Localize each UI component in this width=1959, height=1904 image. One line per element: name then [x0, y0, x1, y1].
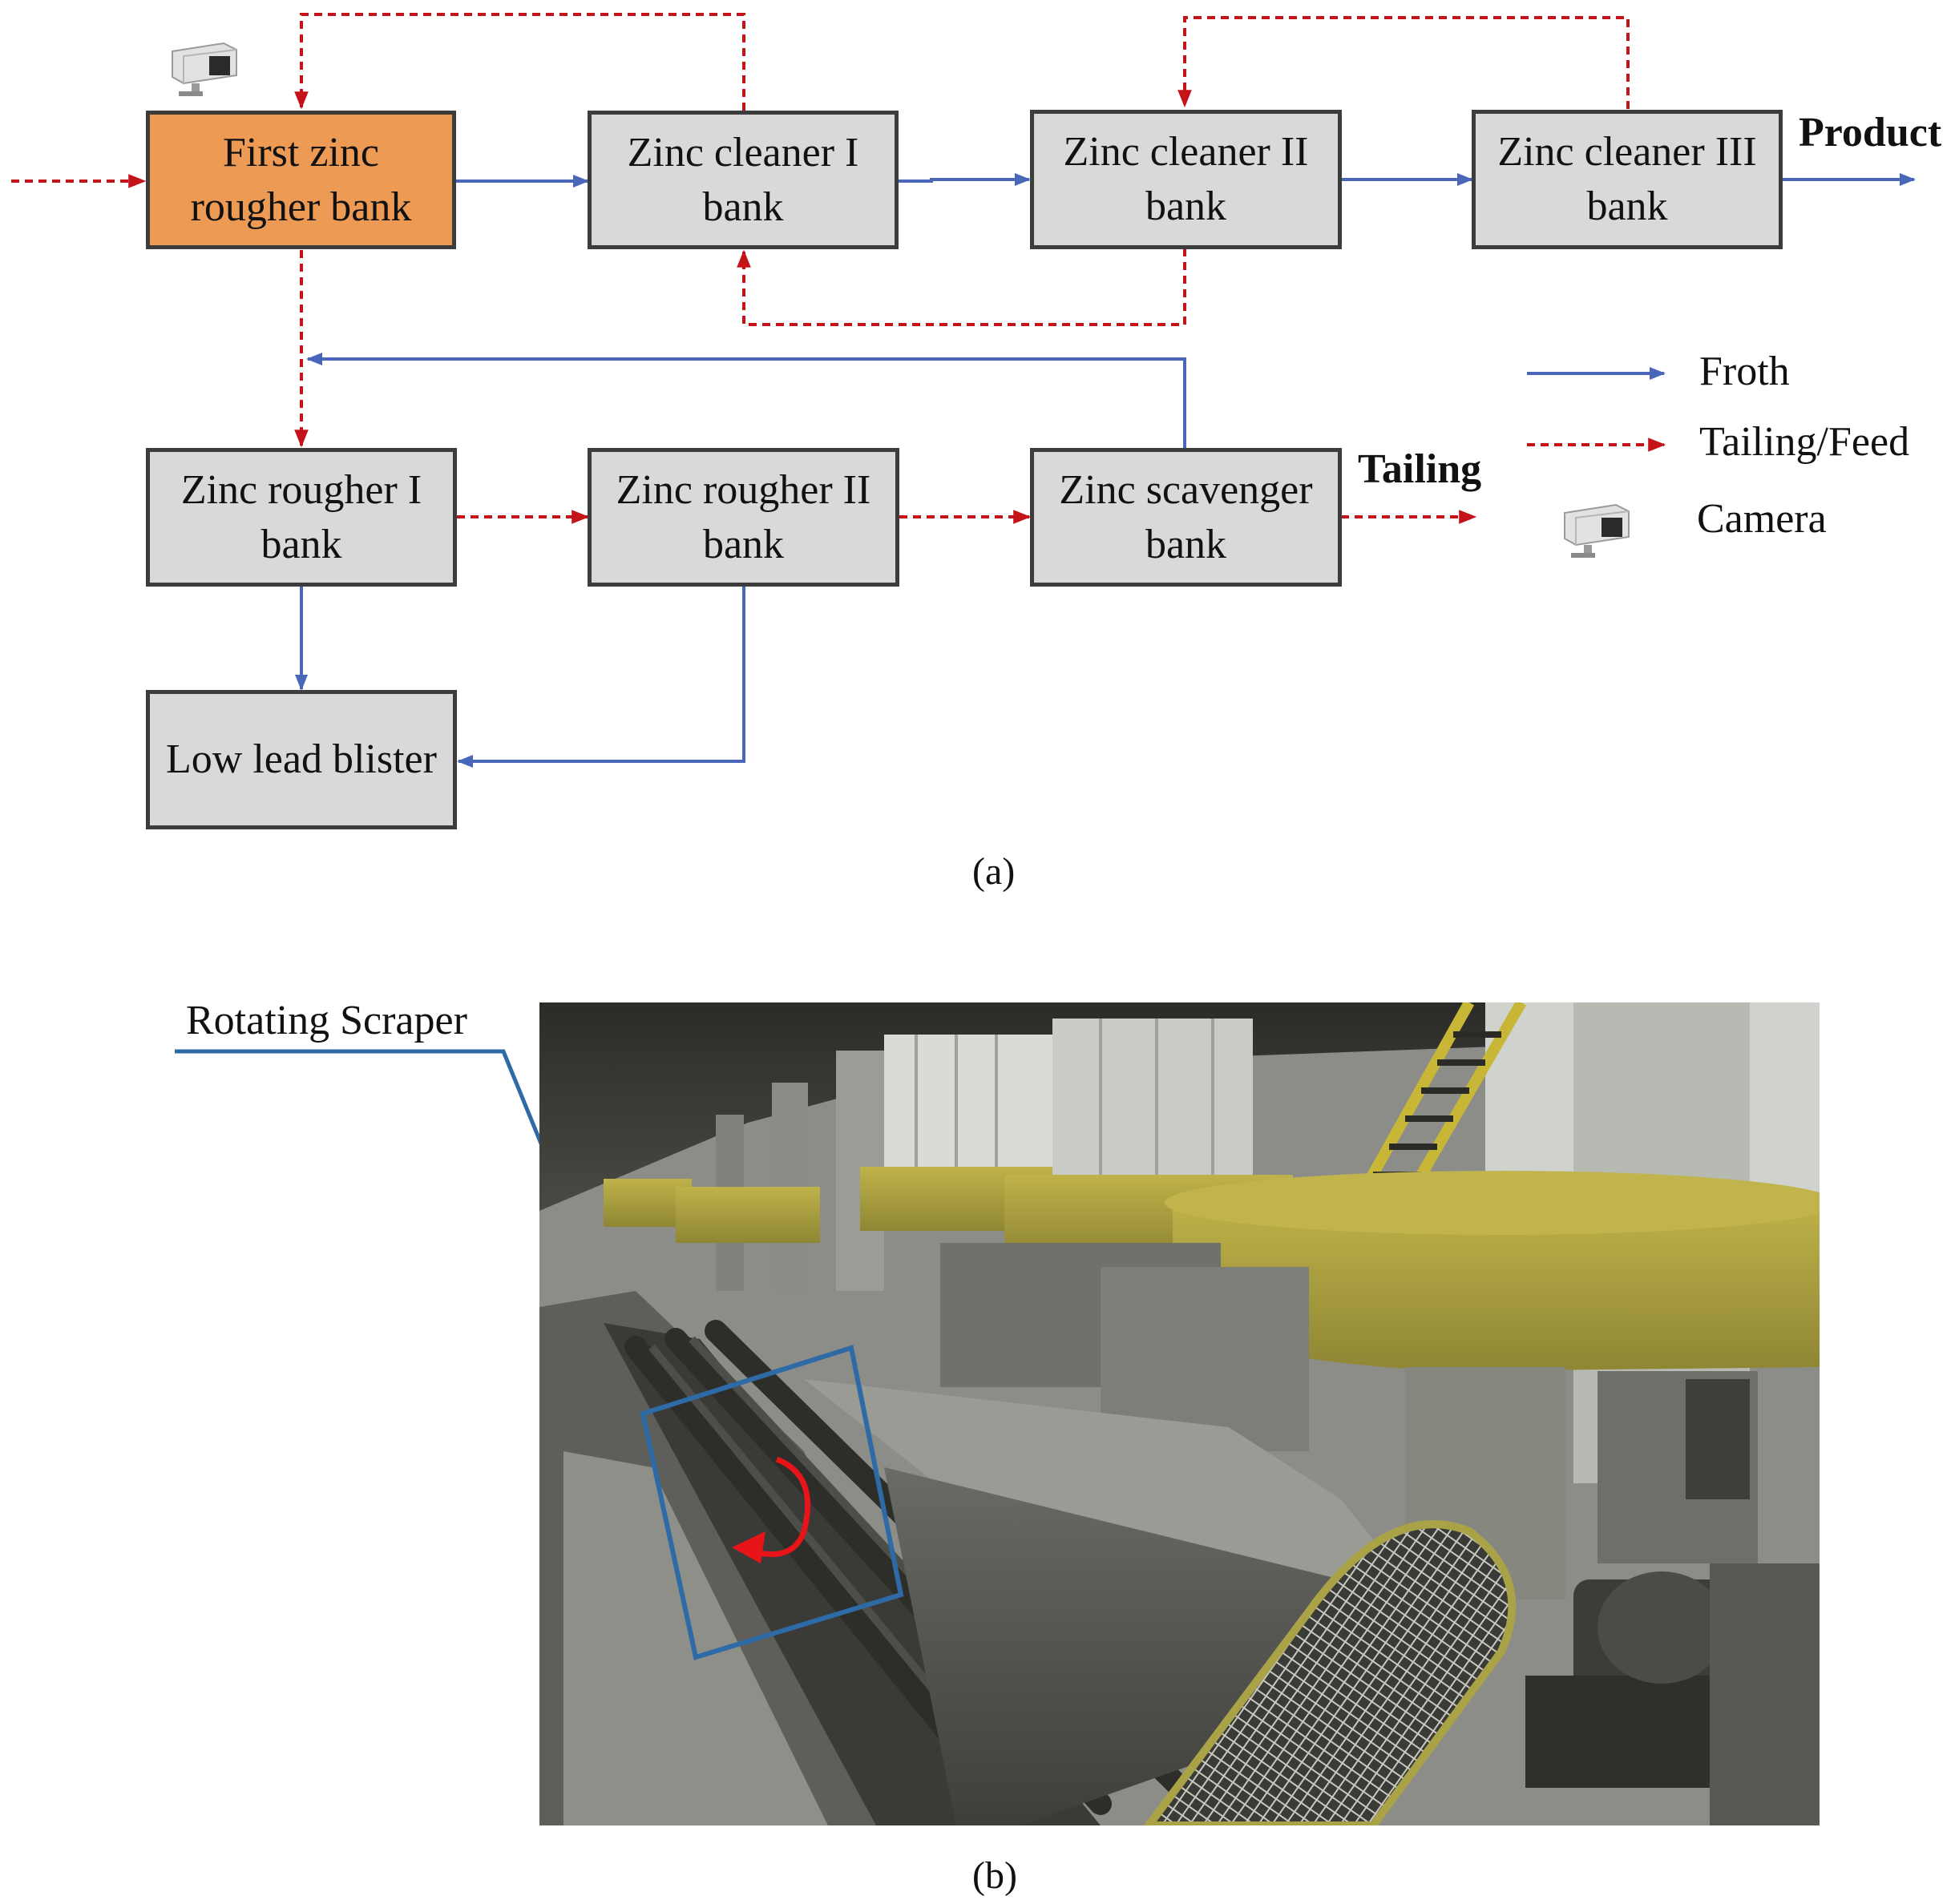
- caption-a: (a): [972, 850, 1016, 893]
- legend-tailing-feed-label: Tailing/Feed: [1699, 419, 1910, 465]
- zinc-cleaner-1-bank-box: Zinc cleaner I bank: [588, 111, 899, 249]
- legend-lines: [1527, 367, 1666, 452]
- zinc-rougher-1-bank-box: Zinc rougher I bank: [146, 448, 457, 587]
- legend-froth-label: Froth: [1699, 349, 1790, 394]
- flotation-plant-photo: [539, 1002, 1820, 1825]
- legend-camera-icon: [1564, 503, 1630, 558]
- legend-camera-label: Camera: [1697, 496, 1827, 542]
- rotation-arrowhead: [732, 1531, 765, 1563]
- froth-scavenger-return: [306, 353, 1186, 449]
- zinc-rougher-2-bank-box: Zinc rougher II bank: [588, 448, 899, 587]
- froth-rougher2-to-blister: [457, 585, 745, 768]
- rotating-scraper-label: Rotating Scraper: [186, 998, 467, 1043]
- froth-connectors: [295, 173, 1916, 768]
- low-lead-blister-box: Low lead blister: [146, 690, 457, 829]
- tailing-cleaner1-to-first-rougher: [294, 13, 745, 111]
- froth-cleaner1-to-cleaner2: [895, 173, 1031, 186]
- zinc-scavenger-bank-box: Zinc scavenger bank: [1030, 448, 1342, 587]
- tailing-label: Tailing: [1358, 446, 1482, 492]
- zinc-cleaner-3-bank-box: Zinc cleaner III bank: [1472, 110, 1783, 249]
- zinc-cleaner-2-bank-box: Zinc cleaner II bank: [1030, 110, 1342, 249]
- caption-b: (b): [972, 1854, 1017, 1897]
- first-zinc-rougher-bank-box: First zinc rougher bank: [146, 111, 456, 249]
- camera-icon: [172, 42, 237, 96]
- tailing-connectors: [11, 13, 1630, 524]
- rotation-arrow: [749, 1456, 811, 1558]
- photo-illustration: [539, 1002, 1820, 1825]
- tailing-cleaner3-to-cleaner2: [1177, 16, 1630, 109]
- scraper-highlight-box: [640, 1345, 904, 1660]
- product-label: Product: [1799, 110, 1942, 155]
- tailing-cleaner2-to-cleaner1: [737, 248, 1186, 326]
